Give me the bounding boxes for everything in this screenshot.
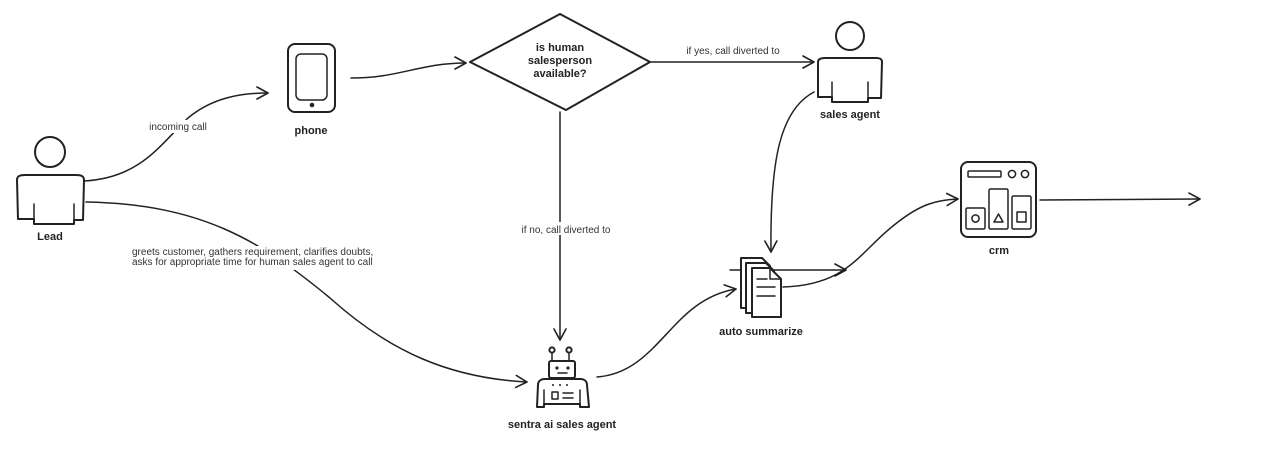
summarize-label: auto summarize: [719, 326, 803, 338]
lead-label: Lead: [37, 231, 63, 243]
edge-lead-to-phone: [83, 86, 269, 182]
edge-phone-to-decision: [350, 56, 467, 79]
ai-tasks-label-line-1: greets customer, gathers requirement, cl…: [132, 247, 373, 258]
edge-crm-out: [1039, 192, 1201, 206]
edges: [83, 55, 1201, 389]
ai-tasks-label-line-2: asks for appropriate time for human sale…: [132, 257, 373, 268]
person-icon: [16, 136, 85, 225]
edge-sales-agent-to-summarize: [764, 91, 815, 253]
edge-summarize-to-crm: [782, 192, 959, 288]
ai-agent-label: sentra ai sales agent: [508, 419, 617, 431]
phone-label: phone: [295, 125, 328, 137]
edge-lead-to-ai-agent: [85, 201, 528, 389]
phone-node: phone: [287, 43, 336, 137]
decision-label-line-3: available?: [533, 68, 586, 80]
robot-icon: [536, 346, 590, 408]
documents-icon: [740, 257, 782, 318]
sales-agent-label: sales agent: [820, 109, 880, 121]
decision-node: is human salesperson available?: [469, 13, 651, 111]
phone-icon: [287, 43, 336, 113]
crm-node: crm: [960, 161, 1037, 257]
sales-agent-node: sales agent: [817, 21, 883, 121]
incoming-call-label: incoming call: [149, 122, 207, 133]
decision-label-line-2: salesperson: [528, 55, 592, 67]
edge-ai-agent-to-summarize: [596, 284, 737, 378]
ai-agent-node: sentra ai sales agent: [508, 346, 617, 431]
summarize-node: auto summarize: [719, 257, 803, 338]
if-no-label: if no, call diverted to: [522, 225, 611, 236]
person-icon: [817, 21, 883, 103]
lead-node: Lead: [16, 136, 85, 243]
edge-labels: incoming call if yes, call diverted to i…: [130, 44, 786, 270]
decision-label-line-1: is human: [536, 42, 585, 54]
crm-label: crm: [989, 245, 1009, 257]
decision-diamond: [469, 13, 651, 111]
dashboard-icon: [960, 161, 1037, 238]
if-yes-label: if yes, call diverted to: [686, 46, 780, 57]
